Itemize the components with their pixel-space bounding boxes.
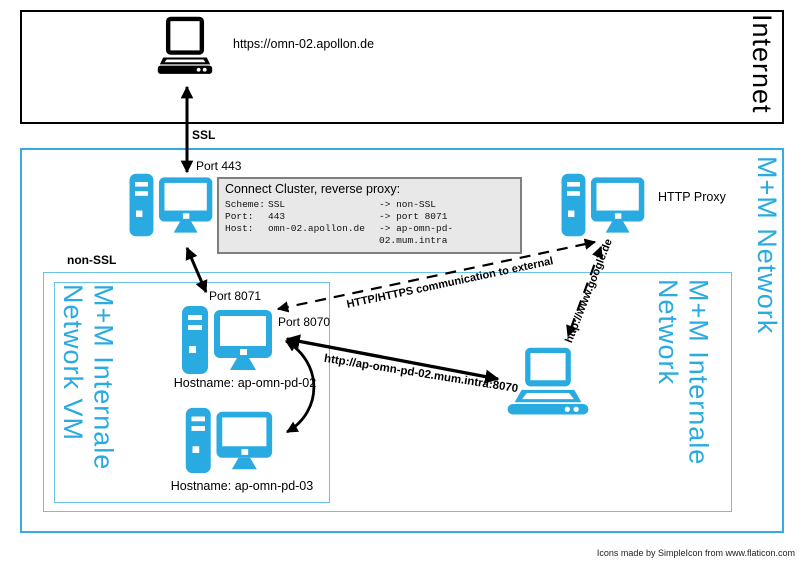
row-mapped: -> non-SSL [379, 199, 437, 210]
connect-cluster-row-host: Host: omn-02.apollon.de -> ap-omn-pd-02.… [225, 223, 514, 247]
row-key: Scheme: [225, 199, 265, 210]
icons-attribution-text: Icons made by SimpleIcon from www.flatic… [596, 548, 795, 558]
port-443-label: Port 443 [196, 159, 242, 173]
mm-internale-network-vm-zone-label: M+M Internale Network VM [58, 284, 118, 470]
laptop-icon [507, 347, 589, 415]
desktop-pc-icon [129, 173, 213, 237]
mm-network-zone-label: M+M Network [752, 156, 783, 335]
internet-zone-label: Internet [747, 14, 778, 114]
mm-internale-network-zone-label: M+M Internale Network [653, 279, 713, 465]
row-key: Host: [225, 223, 254, 234]
mm-internale-line2: Network [653, 279, 684, 386]
vm-label-line1: M+M Internale [88, 284, 119, 471]
mm-internale-line1: M+M Internale [683, 279, 714, 466]
internet-client-url-label: https://omn-02.apollon.de [233, 37, 375, 51]
non-ssl-label: non-SSL [67, 253, 117, 267]
hostname-pd03-label: Hostname: ap-omn-pd-03 [170, 479, 314, 493]
port-8071-label: Port 8071 [209, 289, 262, 303]
connect-cluster-row-scheme: Scheme: SSL -> non-SSL [225, 199, 514, 211]
row-value: SSL [268, 199, 286, 210]
connect-cluster-title: Connect Cluster, reverse proxy: [225, 182, 401, 196]
row-mapped: -> port 8071 [379, 211, 448, 222]
desktop-pc-icon [182, 306, 272, 374]
http-proxy-label: HTTP Proxy [658, 190, 726, 204]
connect-cluster-info-box: Connect Cluster, reverse proxy: Scheme: … [217, 177, 522, 254]
laptop-icon [157, 16, 213, 74]
internet-zone-box [20, 10, 784, 124]
ssl-arrow-label: SSL [192, 128, 216, 142]
row-mapped: -> ap-omn-pd-02.mum.intra [379, 223, 454, 246]
desktop-pc-icon [185, 407, 273, 474]
hostname-pd02-label: Hostname: ap-omn-pd-02 [173, 376, 317, 390]
port-8070-label: Port 8070 [278, 315, 331, 329]
connect-cluster-row-port: Port: 443 -> port 8071 [225, 211, 514, 223]
mm-network-zone-box [20, 148, 784, 533]
row-value: omn-02.apollon.de [268, 223, 365, 234]
vm-label-line2: Network VM [58, 284, 89, 442]
connect-cluster-rows: Scheme: SSL -> non-SSL Port: 443 -> port… [219, 198, 520, 252]
row-key: Port: [225, 211, 254, 222]
desktop-pc-icon [561, 173, 645, 237]
row-value: 443 [268, 211, 286, 222]
